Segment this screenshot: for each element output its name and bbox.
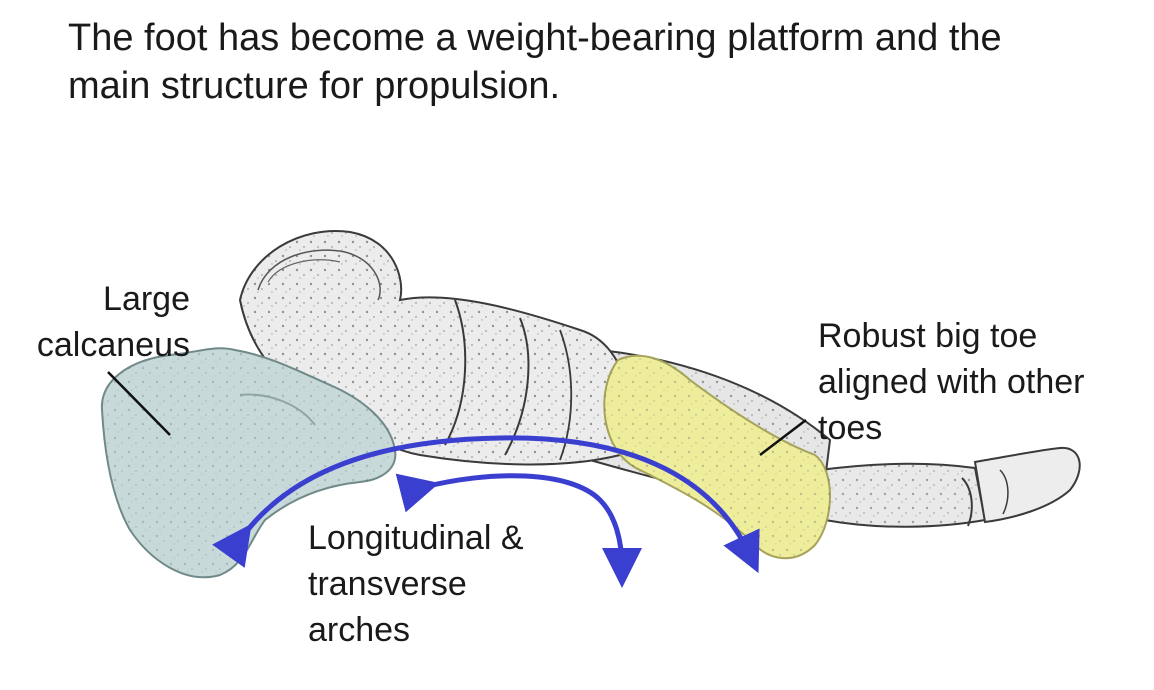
calcaneus-label: Large calcaneus: [0, 276, 190, 368]
slide-heading: The foot has become a weight-bearing pla…: [68, 14, 1108, 110]
transverse-arch-arrow: [395, 473, 642, 588]
calcaneus-bone: [100, 347, 397, 579]
heading-line-1: The foot has become a weight-bearing pla…: [68, 17, 1002, 59]
arches-label-line-3: arches: [308, 611, 411, 649]
arches-label: Longitudinal & transverse arches: [308, 515, 608, 653]
big-toe-label-line-2: aligned with other: [818, 363, 1085, 401]
big-toe-label-line-1: Robust big toe: [818, 317, 1038, 355]
big-toe-leader-line: [759, 419, 807, 456]
calcaneus-label-line-1: Large: [103, 280, 190, 318]
calcaneus-leader-line: [107, 371, 171, 436]
big-toe-label: Robust big toe aligned with other toes: [818, 313, 1148, 451]
calcaneus-label-line-2: calcaneus: [36, 326, 190, 364]
longitudinal-arch-arrow: [212, 435, 760, 574]
arches-label-line-1: Longitudinal &: [308, 519, 524, 557]
arches-label-line-2: transverse: [308, 565, 467, 603]
big-toe-metatarsal: [603, 354, 831, 560]
phalanges: [818, 446, 1081, 528]
arch-arrows: [212, 435, 760, 588]
heading-line-2: main structure for propulsion.: [68, 65, 561, 107]
big-toe-label-line-3: toes: [818, 409, 883, 447]
